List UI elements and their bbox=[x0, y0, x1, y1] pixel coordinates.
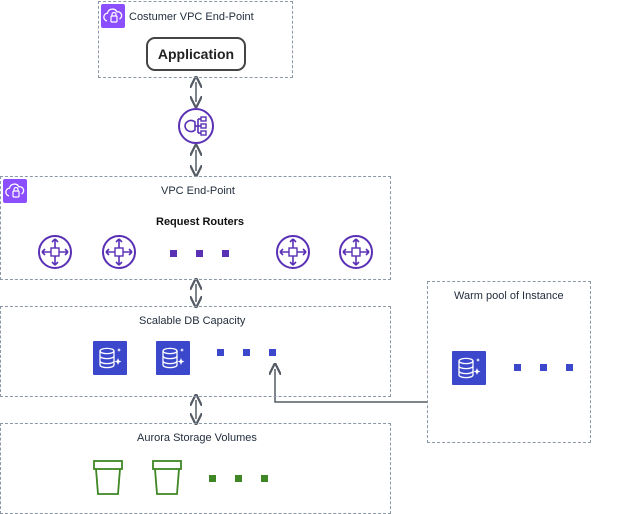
router-icon bbox=[338, 234, 374, 270]
vpc-cloud-icon bbox=[3, 179, 27, 203]
db-capacity-group: Scalable DB Capacity bbox=[0, 306, 391, 397]
more-warm-pool-ellipsis bbox=[514, 364, 573, 371]
more-storage-ellipsis bbox=[209, 475, 268, 482]
warm-pool-group: Warm pool of Instance bbox=[427, 281, 591, 443]
arrow-warm-pool-to-db bbox=[275, 369, 427, 403]
customer-vpc-title: Costumer VPC End-Point bbox=[129, 11, 254, 23]
warm-pool-title: Warm pool of Instance bbox=[454, 290, 564, 302]
rds-database-icon bbox=[156, 341, 190, 375]
more-routers-ellipsis bbox=[170, 250, 229, 257]
router-icon bbox=[37, 234, 73, 270]
request-routers-label: Request Routers bbox=[156, 216, 245, 228]
router-icon bbox=[101, 234, 137, 270]
more-db-ellipsis bbox=[217, 349, 276, 356]
storage-group: Aurora Storage Volumes bbox=[0, 423, 391, 514]
db-capacity-title: Scalable DB Capacity bbox=[139, 315, 246, 327]
network-load-balancer-icon bbox=[177, 107, 215, 145]
customer-vpc-group: Costumer VPC End-Point bbox=[98, 1, 293, 78]
storage-title: Aurora Storage Volumes bbox=[137, 432, 257, 444]
application-box: Application bbox=[146, 37, 246, 71]
s3-bucket-icon bbox=[92, 459, 124, 497]
rds-database-icon bbox=[452, 351, 486, 385]
vpc-endpoint-group: VPC End-Point Request Routers bbox=[0, 176, 391, 280]
vpc-endpoint-title: VPC End-Point bbox=[161, 185, 235, 197]
rds-database-icon bbox=[93, 341, 127, 375]
router-icon bbox=[275, 234, 311, 270]
vpc-cloud-icon bbox=[101, 4, 125, 28]
s3-bucket-icon bbox=[151, 459, 183, 497]
